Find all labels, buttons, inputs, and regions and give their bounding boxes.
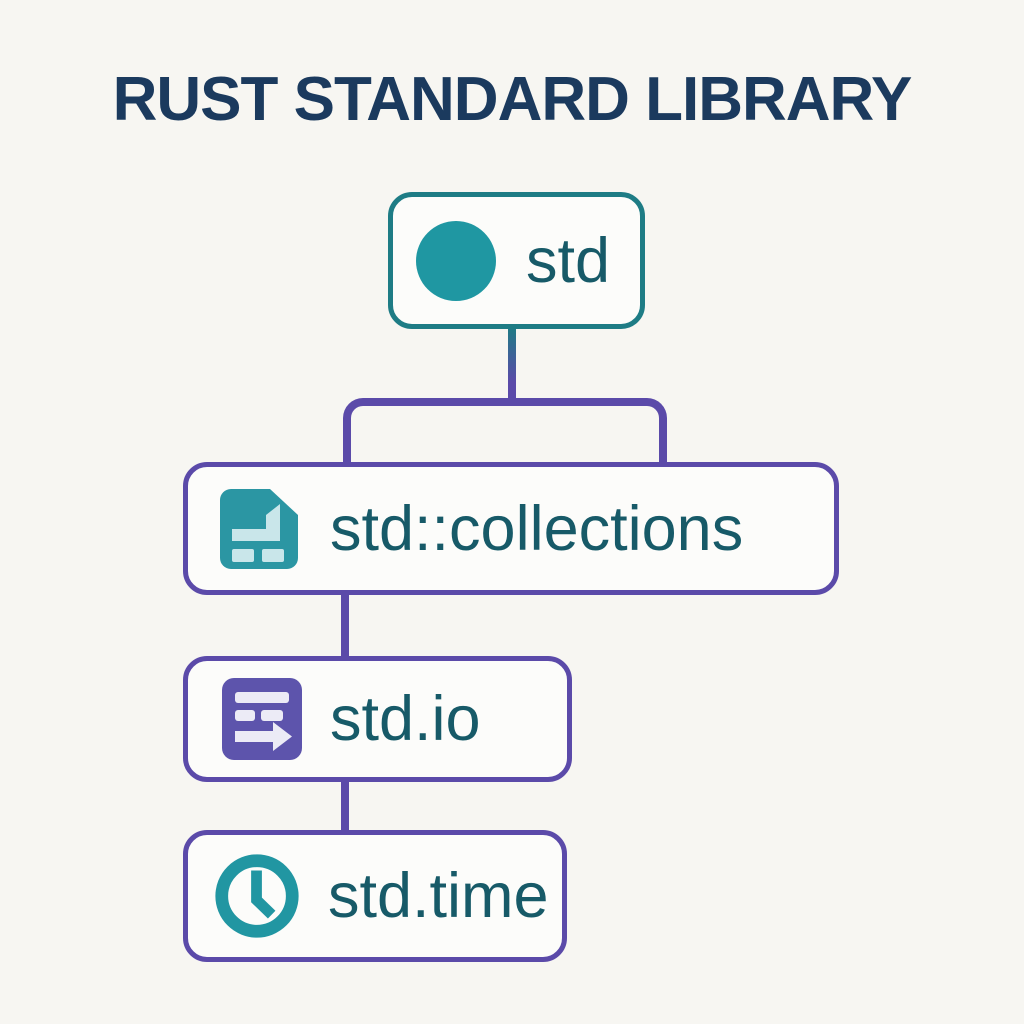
- node-std-io-label: std.io: [330, 684, 481, 754]
- page-title: RUST STANDARD LIBRARY: [112, 65, 913, 134]
- connector-std-stem: [508, 327, 516, 401]
- connector-bracket-std-to-collections: [343, 398, 667, 464]
- teal-circle-icon: [416, 220, 496, 301]
- node-std-time-label: std.time: [328, 861, 549, 931]
- io-lines-arrow-icon: [222, 678, 302, 760]
- node-std-time: std.time: [183, 830, 567, 962]
- collections-file-icon: [218, 487, 300, 571]
- clock-icon: [210, 849, 304, 943]
- node-std-collections: std::collections: [183, 462, 839, 595]
- node-std-label: std: [526, 225, 611, 296]
- node-std-io: std.io: [183, 656, 572, 782]
- node-std-collections-label: std::collections: [330, 493, 744, 564]
- node-std: std: [388, 192, 645, 329]
- connector-collections-to-io: [341, 593, 349, 658]
- connector-io-to-time: [341, 780, 349, 832]
